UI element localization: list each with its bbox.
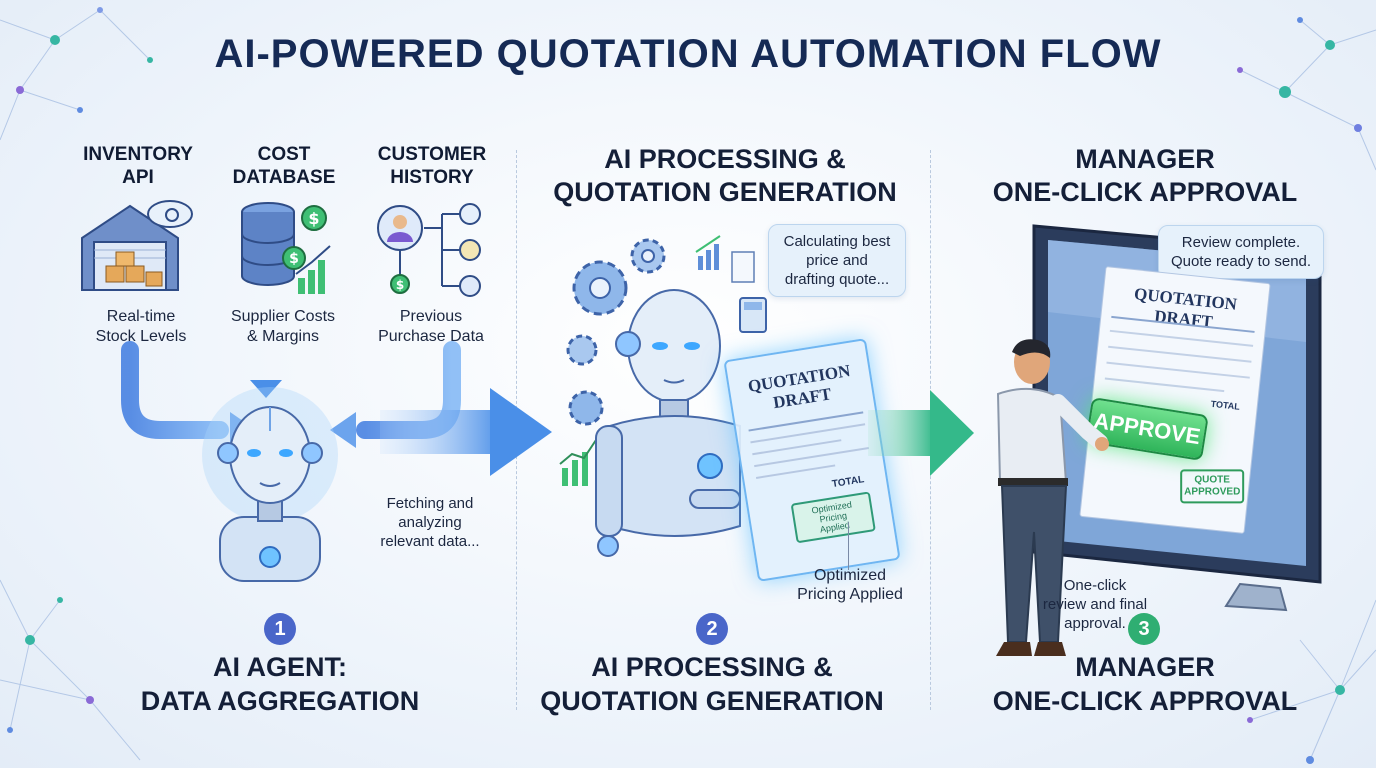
analytics-icons [695,235,767,333]
source-desc-cost: Supplier Costs & Margins [230,308,336,345]
source-label-cost: COST DATABASE [232,144,336,188]
quote-approved-stamp: QUOTE APPROVED [1180,469,1245,504]
svg-text:$: $ [289,251,299,267]
stage-3-speech-bubble: Review complete. Quote ready to send. [1158,225,1324,279]
stage-1-caption: Fetching and analyzing relevant data... [380,495,480,550]
ai-processing-robot-icon [595,289,741,557]
stage-2-footer: AI PROCESSING & QUOTATION GENERATION [540,652,884,716]
step-number-2: 2 [696,613,728,645]
source-label-inventory: INVENTORY API [83,144,193,188]
optimized-pricing-stamp: Optimized Pricing Applied [790,491,876,544]
caption-pointer-line [848,522,849,570]
source-desc-inventory: Real-time Stock Levels [95,308,187,345]
source-label-customer: CUSTOMER HISTORY [377,144,487,188]
step-number-3: 3 [1128,613,1160,645]
database-icon: $ $ [241,202,331,294]
svg-text:$: $ [396,278,404,292]
step-number-1: 1 [264,613,296,645]
manager-person-icon [996,339,1109,656]
svg-text:$: $ [308,209,319,228]
page-title: AI-POWERED QUOTATION AUTOMATION FLOW [214,32,1162,76]
stage-2-heading: AI PROCESSING & QUOTATION GENERATION [553,144,897,207]
source-desc-customer: Previous Purchase Data [378,308,484,345]
stage-3-caption: One-click review and final approval. [1042,577,1148,632]
gears-and-charts-icon [559,238,666,486]
stage-2-speech-bubble: Calculating best price and drafting quot… [768,224,906,297]
quotation-draft-title: QUOTATION DRAFT [746,361,852,413]
approval-total-label: TOTAL [1210,398,1241,412]
stage-3-footer: MANAGER ONE-CLICK APPROVAL [992,652,1298,716]
stage-1-footer: AI AGENT: DATA AGGREGATION [140,652,420,716]
stage-3-bubble-text: Review complete. Quote ready to send. [1170,234,1312,270]
quotation-total-label: TOTAL [831,474,865,491]
flow-arrow-to-approval [868,390,974,476]
ai-agent-robot-icon [202,387,338,582]
stage-2-bubble-text: Calculating best price and drafting quot… [783,233,891,288]
warehouse-icon [81,200,193,291]
customer-history-icon: $ [377,203,481,297]
stage-2-caption: Optimized Pricing Applied [797,567,903,603]
stage-3-heading: MANAGER ONE-CLICK APPROVAL [992,144,1298,207]
